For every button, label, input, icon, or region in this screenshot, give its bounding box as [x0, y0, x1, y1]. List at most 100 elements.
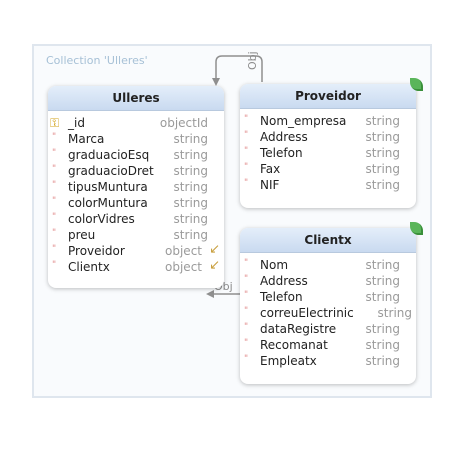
field-row[interactable]: " NIF string [240, 177, 416, 193]
required-mark-icon: " [52, 164, 57, 174]
field-row[interactable]: " Nom string [240, 257, 416, 273]
required-mark-icon: " [52, 196, 57, 206]
required-mark-icon: " [52, 212, 57, 222]
field-row[interactable]: ⚿ _id objectId [48, 115, 224, 131]
field-type: string [173, 148, 208, 162]
field-name: Clientx [68, 260, 110, 274]
required-mark-icon: " [52, 260, 57, 270]
required-mark-icon: " [244, 306, 249, 316]
required-mark-icon: " [244, 354, 249, 364]
field-type: string [365, 114, 400, 128]
required-mark-icon: " [244, 338, 249, 348]
field-type: string [173, 196, 208, 210]
field-name: tipusMuntura [68, 180, 148, 194]
field-type: string [365, 290, 400, 304]
field-name: correuElectrinic [260, 306, 354, 320]
field-row[interactable]: " colorMuntura string [48, 195, 224, 211]
field-type: string [365, 258, 400, 272]
required-mark-icon: " [244, 274, 249, 284]
field-row[interactable]: " Telefon string [240, 145, 416, 161]
field-type: object [165, 260, 202, 274]
required-mark-icon: " [52, 244, 57, 254]
required-mark-icon: " [52, 132, 57, 142]
field-row[interactable]: " Address string [240, 129, 416, 145]
table-proveidor-title: Proveidor [240, 84, 416, 109]
field-type: string [365, 338, 400, 352]
field-row[interactable]: " Clientx object ↙ [48, 258, 224, 275]
field-type: string [365, 274, 400, 288]
field-type: string [365, 354, 400, 368]
field-row[interactable]: " preu string [48, 227, 224, 243]
field-row[interactable]: " Fax string [240, 161, 416, 177]
field-name: _id [68, 116, 85, 130]
table-proveidor[interactable]: Proveidor " Nom_empresa string " Address… [240, 84, 416, 208]
leaf-icon [410, 78, 423, 91]
required-mark-icon: " [52, 148, 57, 158]
field-name: graduacioDret [68, 164, 154, 178]
link-arrow-icon[interactable]: ↙ [209, 242, 220, 257]
field-name: dataRegistre [260, 322, 337, 336]
field-row[interactable]: " tipusMuntura string [48, 179, 224, 195]
field-name: colorMuntura [68, 196, 148, 210]
field-name: preu [68, 228, 96, 242]
field-name: Telefon [260, 146, 303, 160]
collection-title: Collection 'Ulleres' [46, 54, 148, 67]
field-type: string [365, 130, 400, 144]
leaf-icon [410, 222, 423, 235]
field-name: Address [260, 274, 308, 288]
field-row[interactable]: " Address string [240, 273, 416, 289]
required-mark-icon: " [244, 162, 249, 172]
required-mark-icon: " [244, 178, 249, 188]
field-name: Empleatx [260, 354, 317, 368]
field-type: string [365, 146, 400, 160]
table-ulleres[interactable]: Ulleres ⚿ _id objectId " Marca string " … [48, 86, 224, 288]
field-type: string [173, 212, 208, 226]
field-type: string [173, 180, 208, 194]
field-row[interactable]: " colorVidres string [48, 211, 224, 227]
key-icon: ⚿ [50, 116, 60, 130]
table-ulleres-title: Ulleres [48, 86, 224, 111]
field-name: Marca [68, 132, 105, 146]
required-mark-icon: " [52, 180, 57, 190]
connector-label-top: Obj [246, 51, 259, 70]
field-type: string [173, 164, 208, 178]
field-name: Fax [260, 162, 281, 176]
field-name: colorVidres [68, 212, 135, 226]
field-name: graduacioEsq [68, 148, 150, 162]
field-type: string [173, 228, 208, 242]
field-row[interactable]: " Empleatx string [240, 353, 416, 369]
required-mark-icon: " [52, 228, 57, 238]
required-mark-icon: " [244, 114, 249, 124]
field-name: Nom [260, 258, 289, 272]
field-name: Proveidor [68, 244, 125, 258]
field-name: Nom_empresa [260, 114, 347, 128]
required-mark-icon: " [244, 290, 249, 300]
field-row[interactable]: " graduacioDret string [48, 163, 224, 179]
field-row[interactable]: " graduacioEsq string [48, 147, 224, 163]
field-type: string [365, 322, 400, 336]
field-row[interactable]: " Recomanat string [240, 337, 416, 353]
field-row[interactable]: " Marca string [48, 131, 224, 147]
field-type: string [365, 162, 400, 176]
field-row[interactable]: " dataRegistre string [240, 321, 416, 337]
table-clientx-title: Clientx [240, 228, 416, 253]
required-mark-icon: " [244, 130, 249, 140]
field-type: string [173, 132, 208, 146]
field-row[interactable]: " Telefon string [240, 289, 416, 305]
field-name: Recomanat [260, 338, 328, 352]
table-clientx[interactable]: Clientx " Nom string " Address string " … [240, 228, 416, 384]
field-type: string [377, 306, 412, 320]
field-row[interactable]: " correuElectrinic string [240, 305, 416, 321]
field-type: string [365, 178, 400, 192]
field-name: Telefon [260, 290, 303, 304]
field-name: NIF [260, 178, 280, 192]
field-name: Address [260, 130, 308, 144]
required-mark-icon: " [244, 322, 249, 332]
required-mark-icon: " [244, 146, 249, 156]
field-row[interactable]: " Nom_empresa string [240, 113, 416, 129]
field-type: object [165, 244, 202, 258]
field-row[interactable]: " Proveidor object ↙ [48, 242, 224, 259]
field-type: objectId [159, 116, 208, 130]
link-arrow-icon[interactable]: ↙ [209, 258, 220, 273]
